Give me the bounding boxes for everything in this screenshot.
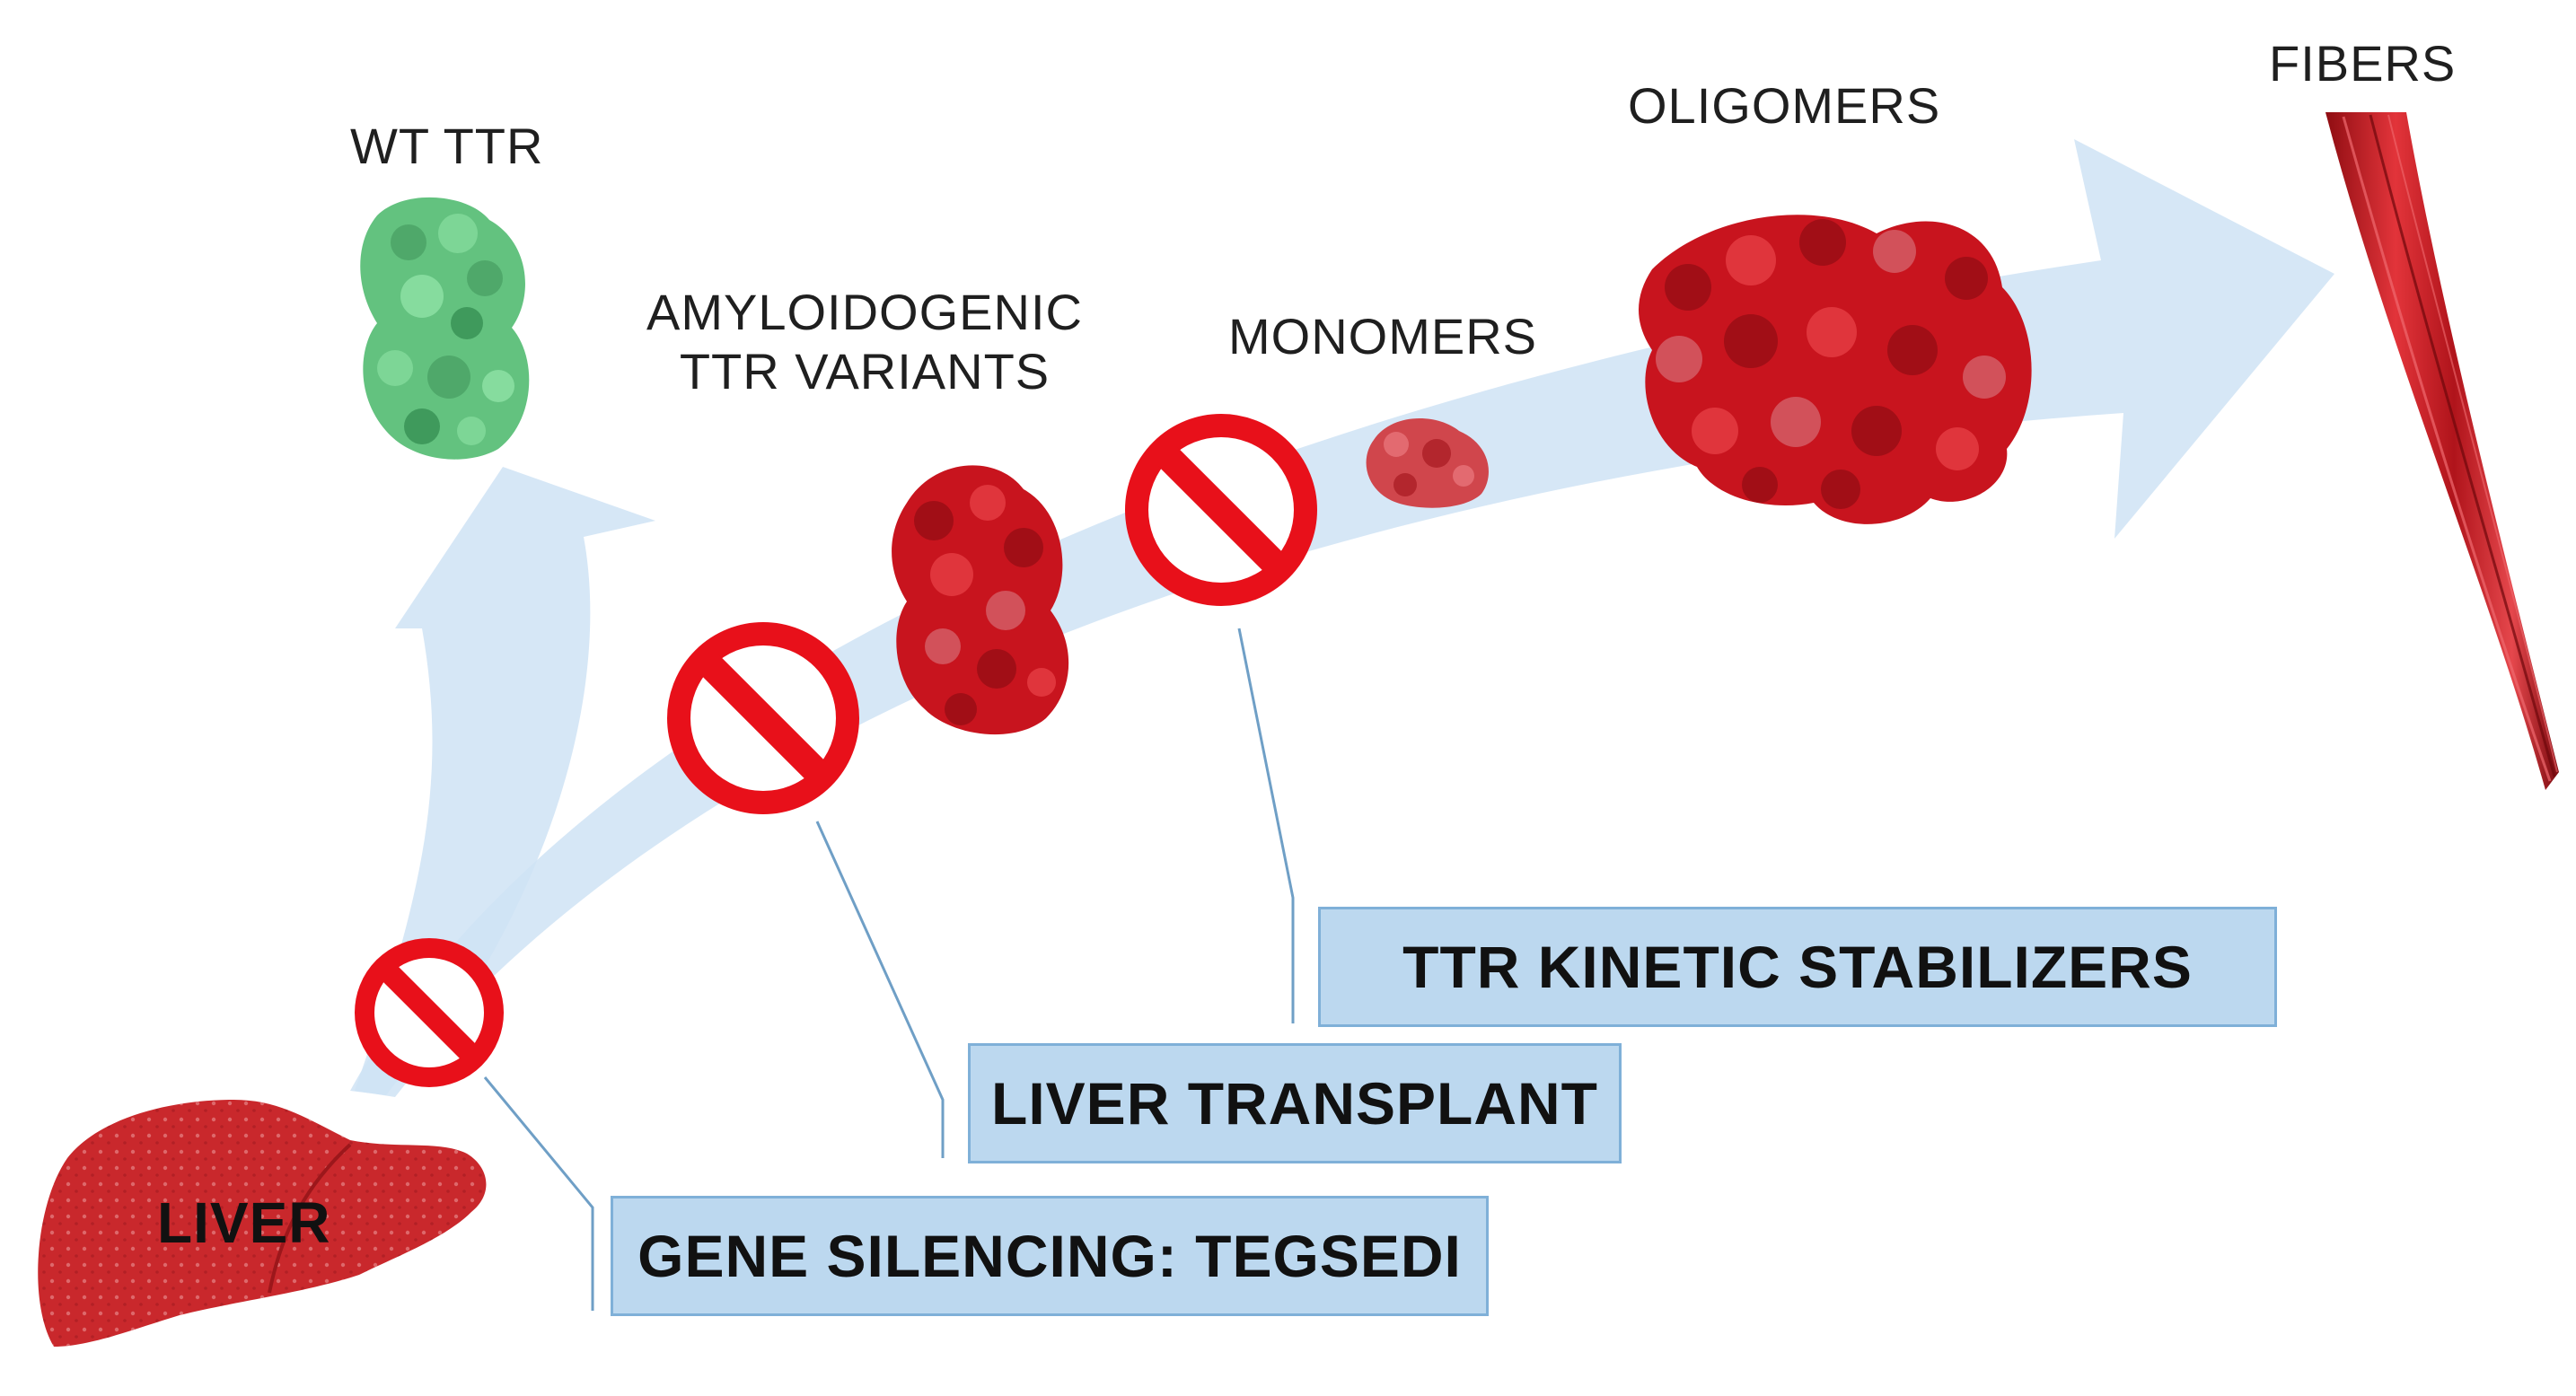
label-amyloidogenic-line2: TTR VARIANTS	[679, 343, 1051, 400]
fiber-icon	[2325, 112, 2559, 790]
amyloidogenic-variant-protein-icon	[892, 465, 1069, 735]
label-amyloidogenic: AMYLOIDOGENIC TTR VARIANTS	[646, 283, 1083, 401]
connector-kinetic-stabilizers	[1237, 628, 1295, 1023]
label-monomers: MONOMERS	[1228, 308, 1537, 364]
label-liver: LIVER	[157, 1190, 331, 1255]
label-oligomers: OLIGOMERS	[1628, 77, 1941, 134]
treatment-gene-silencing: GENE SILENCING: TEGSEDI	[611, 1196, 1489, 1316]
label-fibers: FIBERS	[2269, 35, 2457, 92]
label-amyloidogenic-line1: AMYLOIDOGENIC	[646, 284, 1083, 340]
connector-gene-silencing	[483, 1076, 594, 1311]
label-wt-ttr: WT TTR	[350, 118, 544, 174]
connector-lines	[483, 628, 1295, 1311]
prohibition-icon-kinetic-stabilizers	[1125, 414, 1317, 606]
monomer-protein-icon	[1366, 418, 1489, 508]
connector-liver-transplant	[815, 821, 945, 1158]
prohibition-icon-liver-transplant	[667, 622, 859, 814]
oligomer-protein-icon	[1639, 215, 2032, 524]
liver-icon	[38, 1100, 487, 1347]
wt-ttr-protein-icon	[360, 197, 530, 460]
treatment-liver-transplant: LIVER TRANSPLANT	[968, 1043, 1622, 1163]
treatment-kinetic-stabilizers: TTR KINETIC STABILIZERS	[1318, 907, 2277, 1027]
prohibition-icon-gene-silencing	[355, 938, 504, 1087]
